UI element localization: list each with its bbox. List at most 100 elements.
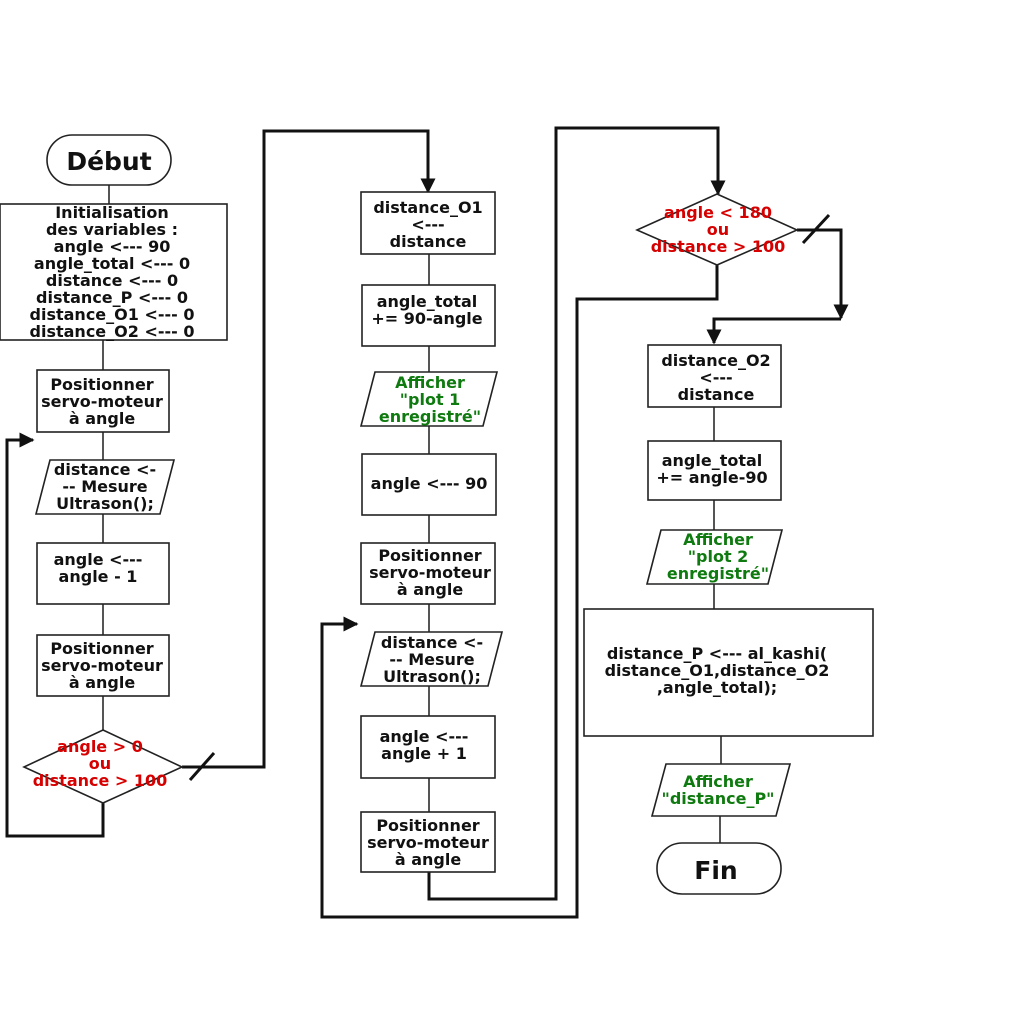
init-box xyxy=(0,203,228,341)
column2-to-decision2-edge xyxy=(427,126,726,901)
display1-label-line: enregistré" xyxy=(379,407,481,426)
init-label-line: Initialisation xyxy=(55,203,169,222)
display3-label-line: Afficher xyxy=(683,772,753,791)
decision1-label-line: angle > 0 xyxy=(57,737,143,756)
init-label-line: distance <--- 0 xyxy=(46,271,178,290)
decrement-label-line: angle - 1 xyxy=(59,567,138,586)
decision2-exit-edge xyxy=(797,228,849,320)
position4-label-line: Positionner xyxy=(376,816,479,835)
position3-box xyxy=(360,542,496,605)
measure2-label-line: -- Mesure xyxy=(389,650,474,669)
decision2-join-edge xyxy=(706,317,841,345)
total2-label-line: += angle-90 xyxy=(656,468,767,487)
total1-label-line: angle_total xyxy=(377,292,478,311)
assign-o2-label-line: distance xyxy=(678,385,755,404)
display1-io xyxy=(359,371,499,427)
display2-label-line: Afficher xyxy=(683,530,753,549)
init-label-line: angle <--- 90 xyxy=(54,237,171,256)
shapes xyxy=(0,134,874,895)
position1-label-line: Positionner xyxy=(50,375,153,394)
position1-label-line: à angle xyxy=(69,409,135,428)
loop1-edge xyxy=(5,432,105,838)
assign-o1-label-line: <--- xyxy=(411,215,444,234)
display2-label-line: enregistré" xyxy=(667,564,769,583)
decision1-label-line: distance > 100 xyxy=(33,771,168,790)
compute-box xyxy=(583,608,874,737)
init-label-line: distance_P <--- 0 xyxy=(36,288,188,307)
assign-o2-label-line: <--- xyxy=(699,368,732,387)
assign-o1-label-line: distance xyxy=(390,232,467,251)
position3-label-line: Positionner xyxy=(378,546,481,565)
total1-label-line: += 90-angle xyxy=(371,309,482,328)
measure-label-line: Ultrason(); xyxy=(56,494,154,513)
position2-box xyxy=(36,634,170,697)
display3-label-line: "distance_P" xyxy=(661,789,774,808)
assign-o1-label-line: distance_O1 xyxy=(373,198,482,217)
measure2-io xyxy=(359,631,504,687)
position1-label-line: servo-moteur xyxy=(41,392,163,411)
decision1-label-line: ou xyxy=(89,754,111,773)
decrement-label: angle <---angle - 1 xyxy=(54,550,143,586)
position4-label-line: à angle xyxy=(395,850,461,869)
loop2-edge xyxy=(320,265,719,919)
decision2-label-line: angle < 180 xyxy=(664,203,772,222)
position3-label-line: à angle xyxy=(397,580,463,599)
display2-label-line: "plot 2 xyxy=(688,547,749,566)
decision2-label-line: distance > 100 xyxy=(651,237,786,256)
compute-label-line: distance_O1,distance_O2 xyxy=(605,661,830,680)
position2-label-line: Positionner xyxy=(50,639,153,658)
measure2-label-line: Ultrason(); xyxy=(383,667,481,686)
total2-label-line: angle_total xyxy=(662,451,763,470)
decision1-exit-edge xyxy=(182,129,436,769)
position2-label-line: servo-moteur xyxy=(41,656,163,675)
decrement-label-line: angle <--- xyxy=(54,550,143,569)
init-label-line: distance_O1 <--- 0 xyxy=(30,305,195,324)
position4-box xyxy=(360,811,496,873)
measure-label-line: distance <- xyxy=(54,460,156,479)
increment-label: angle <---angle + 1 xyxy=(380,727,469,763)
total2-box xyxy=(647,440,782,501)
decision1-no-mark xyxy=(188,752,216,781)
display1-label-line: "plot 1 xyxy=(400,390,461,409)
total2-label: angle_total+= angle-90 xyxy=(656,451,767,487)
reset-angle-label-line: angle <--- 90 xyxy=(371,474,488,493)
assign-o1-label: distance_O1<---distance xyxy=(373,198,482,251)
end-label: Fin xyxy=(694,856,737,885)
decrement-box xyxy=(36,542,170,605)
total1-box xyxy=(361,284,496,347)
position2-label-line: à angle xyxy=(69,673,135,692)
assign-o1-box xyxy=(360,191,496,255)
end-terminal xyxy=(656,842,782,895)
display1-label-line: Afficher xyxy=(395,373,465,392)
measure-io xyxy=(34,459,176,515)
increment-box xyxy=(360,715,496,779)
measure-label-line: -- Mesure xyxy=(62,477,147,496)
position1-box xyxy=(36,369,170,433)
init-label-line: distance_O2 <--- 0 xyxy=(30,322,195,341)
reset-angle-box xyxy=(361,453,497,516)
position4-label-line: servo-moteur xyxy=(367,833,489,852)
display3-io xyxy=(650,763,792,817)
start-label: Début xyxy=(66,147,151,176)
compute-label-line: ,angle_total); xyxy=(657,678,777,697)
assign-o2-box xyxy=(647,344,782,408)
decision1-diamond xyxy=(22,729,184,804)
increment-label-line: angle <--- xyxy=(380,727,469,746)
display3-label: Afficher"distance_P" xyxy=(661,772,774,808)
init-label-line: des variables : xyxy=(46,220,178,239)
decision2-label-line: ou xyxy=(707,220,729,239)
compute-label: distance_P <--- al_kashi(distance_O1,dis… xyxy=(605,644,830,697)
position3-label-line: servo-moteur xyxy=(369,563,491,582)
